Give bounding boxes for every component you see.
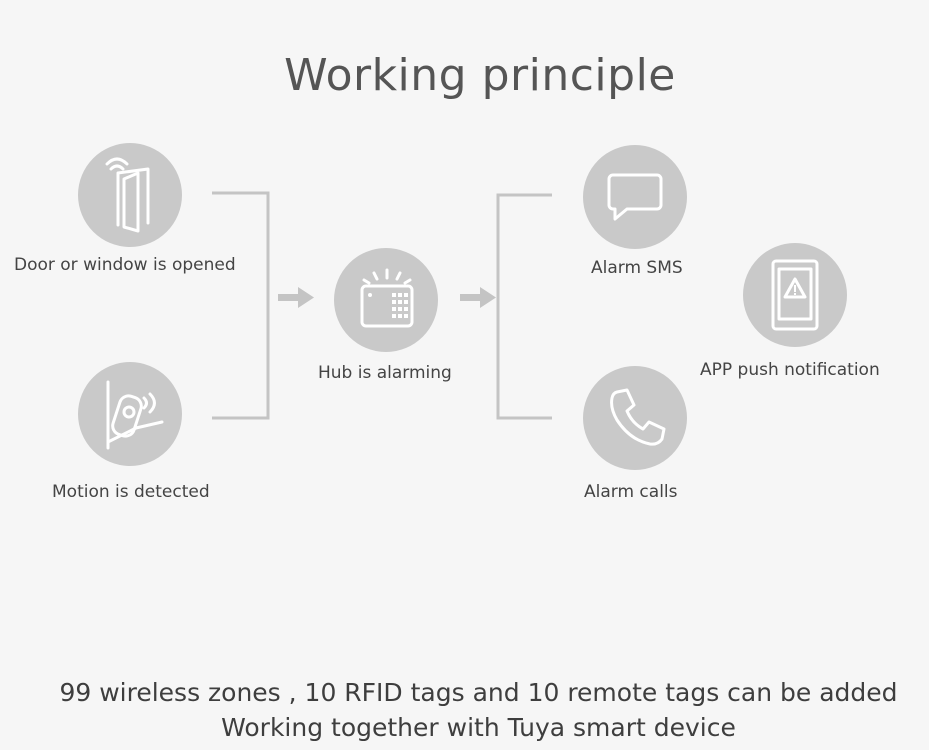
motion-label: Motion is detected: [52, 482, 210, 502]
footer-line-2: Working together with Tuya smart device: [221, 713, 736, 742]
arrow-head-2: [480, 287, 496, 308]
door-label: Door or window is opened: [14, 255, 236, 275]
calls-node-circle: [583, 366, 687, 470]
left-bracket: [212, 191, 270, 420]
app-label: APP push notification: [700, 360, 880, 380]
hub-node-circle: [334, 248, 438, 352]
footer-line-1: 99 wireless zones , 10 RFID tags and 10 …: [59, 678, 898, 707]
sms-bubble-icon: [607, 173, 663, 221]
motion-node-circle: [78, 362, 182, 466]
door-node-circle: [78, 143, 182, 247]
arrow-shaft-2: [460, 294, 480, 301]
hub-label: Hub is alarming: [318, 363, 452, 383]
sms-node-circle: [583, 145, 687, 249]
door-icon: [105, 157, 150, 233]
arrow-shaft-1: [278, 294, 298, 301]
phone-alert-icon: [771, 259, 819, 331]
hub-keypad-icon: [360, 268, 414, 328]
right-bracket: [496, 193, 552, 420]
page-title: Working principle: [284, 50, 676, 101]
phone-icon: [610, 388, 666, 446]
arrow-head-1: [298, 287, 314, 308]
motion-sensor-icon: [106, 380, 164, 450]
app-node-circle: [743, 243, 847, 347]
sms-label: Alarm SMS: [591, 258, 683, 278]
calls-label: Alarm calls: [584, 482, 678, 502]
